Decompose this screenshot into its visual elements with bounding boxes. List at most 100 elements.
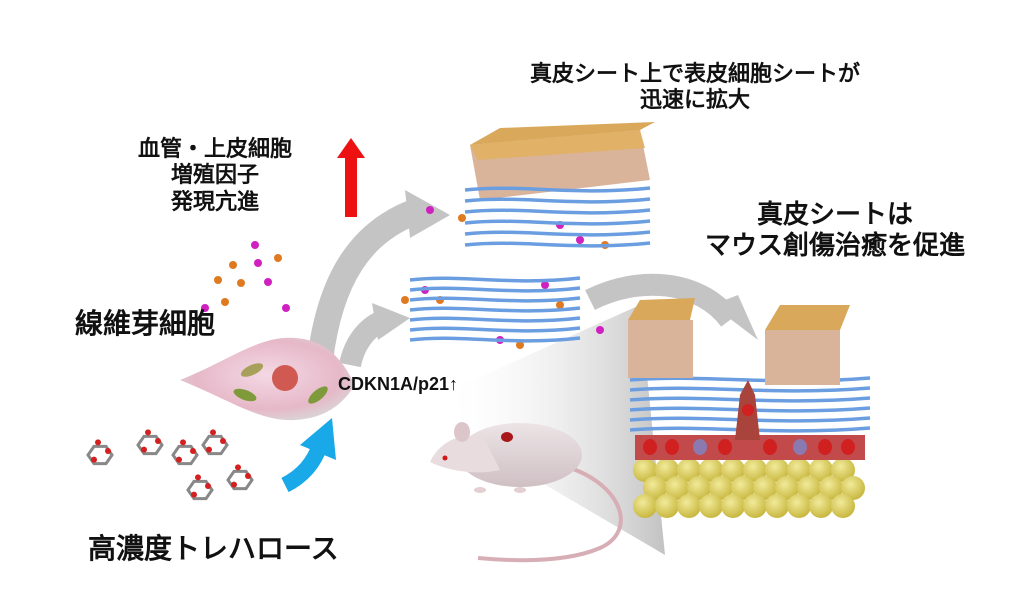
trehalose-ring <box>136 434 164 456</box>
gray-arrow-head-top <box>405 190 450 238</box>
growth-factor-dot <box>596 326 604 334</box>
growth-factor-dot <box>221 298 229 306</box>
gray-arrow-head-dermis <box>372 303 410 340</box>
oxygen-atom <box>245 473 251 479</box>
blood-cell <box>793 439 807 455</box>
oxygen-atom <box>210 429 216 436</box>
growth-factor-dot <box>254 259 262 267</box>
blood-cell <box>693 439 707 455</box>
fat-cell <box>655 494 679 518</box>
collagen-fiber <box>464 208 651 215</box>
oxygen-atom <box>176 456 182 463</box>
growth-factor-dot <box>237 279 245 287</box>
epidermis-expansion-label: 真皮シート上で表皮細胞シートが 迅速に拡大 <box>470 62 920 115</box>
fat-cell <box>721 494 745 518</box>
collagen-fiber <box>464 230 651 237</box>
growth-factor-dot <box>401 296 409 304</box>
oxygen-atom <box>155 438 161 444</box>
fat-cell <box>841 476 865 500</box>
fat-cell <box>633 494 657 518</box>
fat-cell <box>787 458 811 482</box>
blood-cell <box>818 439 832 455</box>
growth-factor-dot <box>556 301 564 309</box>
oxygen-atom <box>95 439 101 446</box>
trehalose-ring <box>171 444 199 466</box>
top-skin-model <box>464 122 655 248</box>
fat-cell <box>775 476 799 500</box>
fat-cell <box>743 494 767 518</box>
growth-factor-dot <box>229 261 237 269</box>
fat-cell <box>709 476 733 500</box>
trehalose-ring <box>201 434 229 456</box>
fibroblast-cell <box>180 337 355 421</box>
oxygen-atom <box>191 491 197 498</box>
growth-factor-dot <box>251 241 259 249</box>
oxygen-atom <box>235 464 241 471</box>
growth-factor-dot <box>274 254 282 262</box>
fat-cell <box>677 458 701 482</box>
collagen-fiber <box>409 326 581 333</box>
epidermis-expansion-line-1: 真皮シート上で表皮細胞シートが <box>529 62 860 87</box>
fat-cell <box>819 476 843 500</box>
trehalose-label: 高濃度トレハロース <box>88 532 339 565</box>
fat-cell <box>699 458 723 482</box>
fat-cell <box>809 458 833 482</box>
collagen-fiber <box>629 386 871 393</box>
oxygen-atom <box>180 439 186 446</box>
collagen-fiber <box>409 316 581 323</box>
oxygen-atom <box>91 456 97 463</box>
growth-factor-dot <box>576 236 584 244</box>
oxygen-atom <box>206 446 212 453</box>
growth-factor-dot <box>214 276 222 284</box>
collagen-fiber <box>409 296 581 303</box>
collagen-fiber <box>464 186 651 193</box>
wound-skin-model <box>628 298 871 518</box>
oxygen-atom <box>105 448 111 454</box>
growth-factor-label: 血管・上皮細胞 増殖因子 発現亢進 <box>120 137 370 216</box>
growth-factor-line-2: 増殖因子 <box>170 163 259 189</box>
trehalose-ring <box>186 479 214 501</box>
fat-cell <box>743 458 767 482</box>
collagen-fiber <box>409 286 581 293</box>
cdkn1a-label: CDKN1A/p21↑ <box>338 374 459 394</box>
fat-cell <box>753 476 777 500</box>
fat-cell <box>687 476 711 500</box>
fat-cell <box>655 458 679 482</box>
oxygen-atom <box>145 429 151 436</box>
blue-curved-arrow-icon <box>281 418 336 493</box>
fat-cell <box>831 458 855 482</box>
collagen-fiber <box>464 197 651 204</box>
oxygen-atom <box>195 474 201 481</box>
fat-cell <box>699 494 723 518</box>
fat-cell <box>797 476 821 500</box>
growth-factor-dot <box>282 304 290 312</box>
trehalose-ring <box>86 444 114 466</box>
dermal-sheet <box>409 276 581 343</box>
oxygen-atom <box>205 483 211 489</box>
trehalose-molecules <box>86 429 254 501</box>
fat-cell <box>633 458 657 482</box>
fat-cell <box>809 494 833 518</box>
fibroblast-label: 線維芽細胞 <box>75 307 216 340</box>
fat-cell <box>765 494 789 518</box>
gray-arrow-head-wound <box>712 295 758 340</box>
epidermis-expansion-line-2: 迅速に拡大 <box>639 88 750 114</box>
blood-cell <box>718 439 732 455</box>
growth-factor-dot <box>541 281 549 289</box>
dermal-sheet-healing-line-2: マウス創傷治癒を促進 <box>704 231 965 262</box>
collagen-fiber <box>464 241 651 248</box>
collagen-fiber <box>409 276 581 283</box>
blood-cell <box>665 439 679 455</box>
growth-factor-dot <box>516 341 524 349</box>
growth-factor-line-3: 発現亢進 <box>170 189 259 215</box>
growth-factor-dot <box>426 206 434 214</box>
gray-arrow-to-top-skin <box>307 197 425 362</box>
fat-cell <box>665 476 689 500</box>
growth-factor-line-1: 血管・上皮細胞 <box>137 137 292 162</box>
growth-factor-dot <box>201 304 209 312</box>
blood-cell <box>643 439 657 455</box>
collagen-fiber <box>464 219 651 226</box>
oxygen-atom <box>190 448 196 454</box>
red-up-arrow-icon <box>337 138 365 217</box>
